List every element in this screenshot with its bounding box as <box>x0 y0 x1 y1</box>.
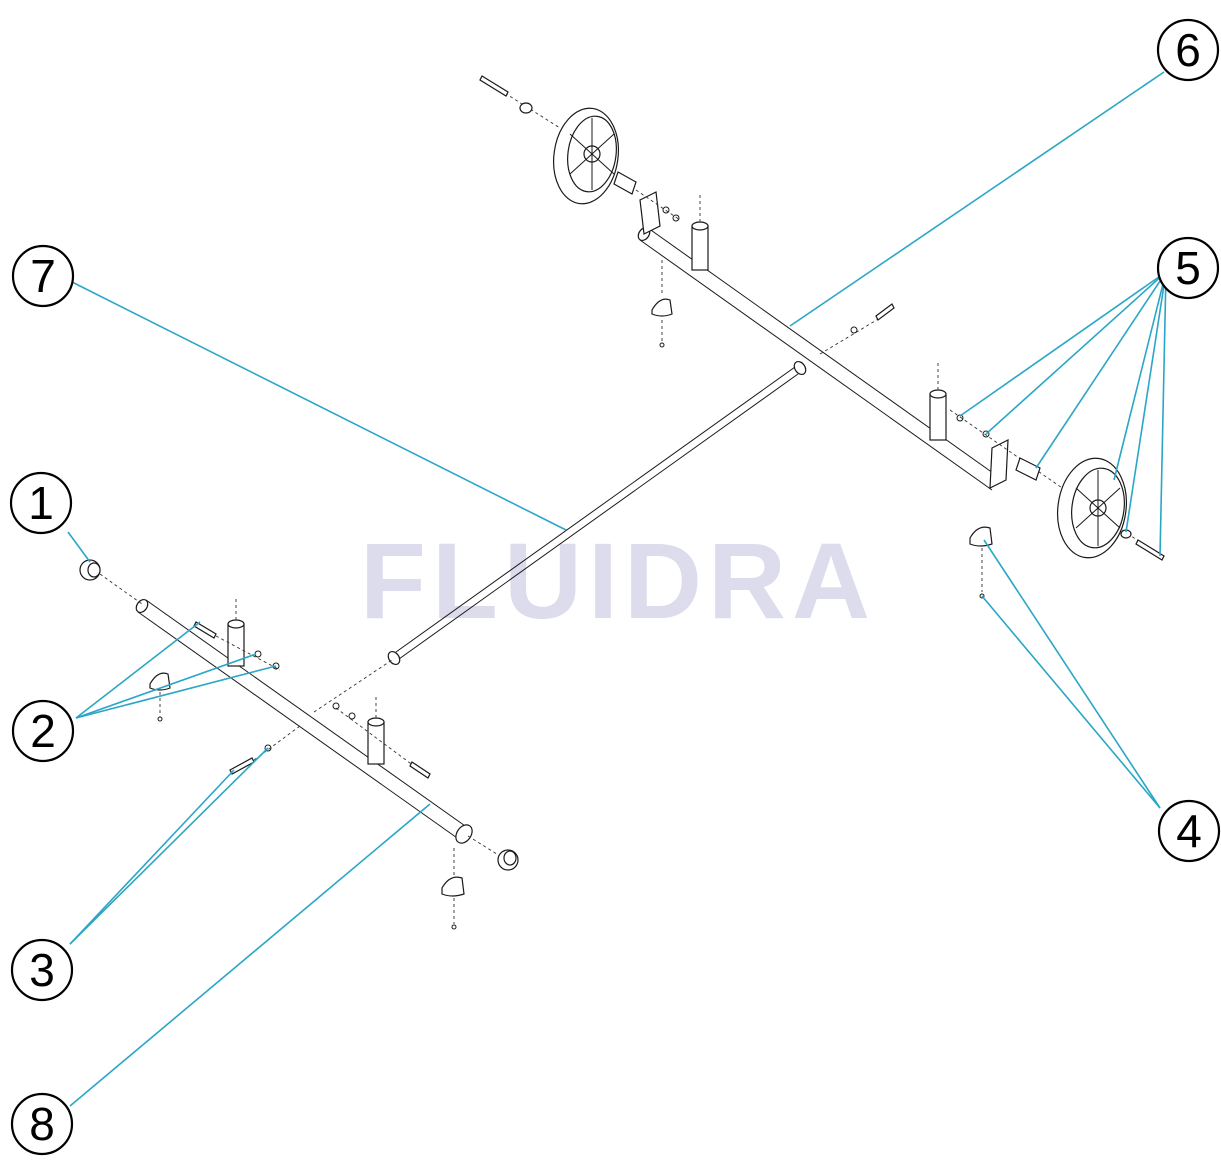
callout-5: 5 <box>1156 236 1220 300</box>
leader-5a <box>959 271 1167 417</box>
center-connecting-tube <box>313 360 807 713</box>
end-cap-left <box>79 559 143 605</box>
leader-2a <box>75 621 201 719</box>
callout-1: 1 <box>9 471 73 535</box>
callout-7-number: 7 <box>30 250 56 302</box>
front-crossbar-tube <box>135 598 473 844</box>
leader-5e <box>1125 271 1167 533</box>
leader-3b <box>69 747 269 945</box>
leader-4b <box>981 595 1161 809</box>
callout-4-number: 4 <box>1176 805 1202 857</box>
right-bracket <box>989 439 1009 489</box>
left-bracket <box>639 191 661 235</box>
rear-clip-right <box>969 526 993 599</box>
leader-5f <box>1159 271 1167 557</box>
leader-3a <box>69 769 235 945</box>
leader-7 <box>71 281 567 531</box>
leader-8 <box>69 803 431 1107</box>
leader-5b <box>985 271 1167 435</box>
fluidra-watermark: FLUIDRA <box>360 520 876 641</box>
spacer-right <box>1015 457 1041 481</box>
spacer <box>613 171 637 195</box>
axle-bolt <box>479 75 509 97</box>
rear-post-left <box>691 192 709 271</box>
callout-2: 2 <box>11 699 75 763</box>
washer <box>519 102 533 114</box>
callout-3-number: 3 <box>29 944 55 996</box>
leader-lines <box>67 71 1167 1107</box>
leader-6 <box>789 71 1165 327</box>
callout-6-number: 6 <box>1175 24 1201 76</box>
rear-clip-left <box>651 260 673 348</box>
front-clip-left <box>149 672 171 722</box>
leader-4a <box>983 539 1161 809</box>
rear-center-bolt <box>819 303 895 355</box>
leader-2c <box>75 665 277 719</box>
front-post-left <box>227 596 245 667</box>
callout-3: 3 <box>10 938 74 1002</box>
callout-7: 7 <box>11 244 75 308</box>
callout-2-number: 2 <box>30 705 56 757</box>
front-post-right <box>367 696 385 765</box>
wheel-right <box>949 409 1165 561</box>
wheel-top-left <box>479 75 681 222</box>
rear-post-right <box>929 362 947 441</box>
callout-1-number: 1 <box>28 477 54 529</box>
end-cap-right <box>467 835 519 871</box>
leader-1 <box>67 531 91 563</box>
front-clip-right <box>441 848 465 930</box>
rear-axle-assembly <box>479 75 1165 599</box>
leader-5d <box>1113 271 1167 481</box>
callout-6: 6 <box>1156 18 1220 82</box>
front-bolt-right <box>332 702 431 779</box>
leader-5c <box>1035 271 1167 469</box>
callout-8: 8 <box>10 1092 74 1156</box>
axle-bolt-right <box>1135 539 1165 561</box>
callout-4: 4 <box>1157 799 1221 863</box>
callout-5-number: 5 <box>1175 242 1201 294</box>
callout-8-number: 8 <box>29 1098 55 1150</box>
leader-2b <box>75 653 257 719</box>
